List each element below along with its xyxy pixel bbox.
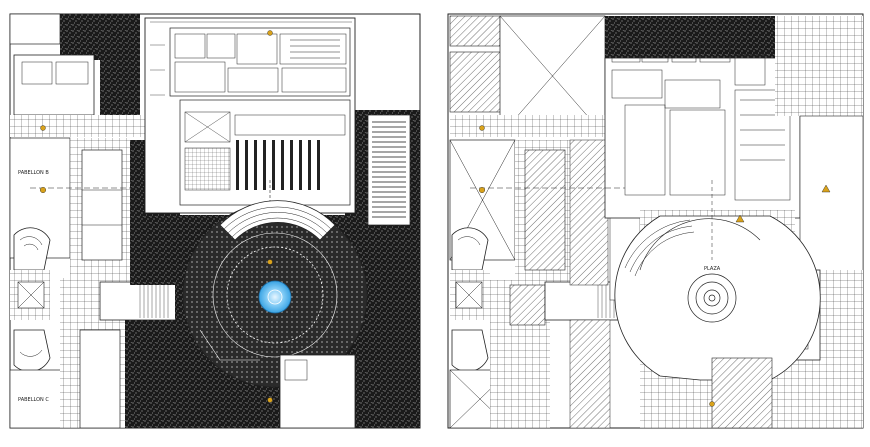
- stair-right-lower: [451, 329, 489, 372]
- stair-right-upper: [451, 227, 489, 271]
- pabellon-c-label: PABELLON C: [18, 397, 49, 403]
- plaza-right: [614, 215, 821, 381]
- left-plan: PABELLON B PABELLON C: [9, 13, 421, 429]
- plaza-left: [182, 200, 368, 388]
- stair-left-lower: [13, 329, 51, 372]
- fountain: [258, 280, 292, 314]
- right-plan: PLAZA: [447, 13, 864, 429]
- stair-left-upper: [13, 227, 51, 271]
- pabellon-b-label: PABELLON B: [18, 170, 49, 176]
- plaza-label: PLAZA: [704, 266, 721, 272]
